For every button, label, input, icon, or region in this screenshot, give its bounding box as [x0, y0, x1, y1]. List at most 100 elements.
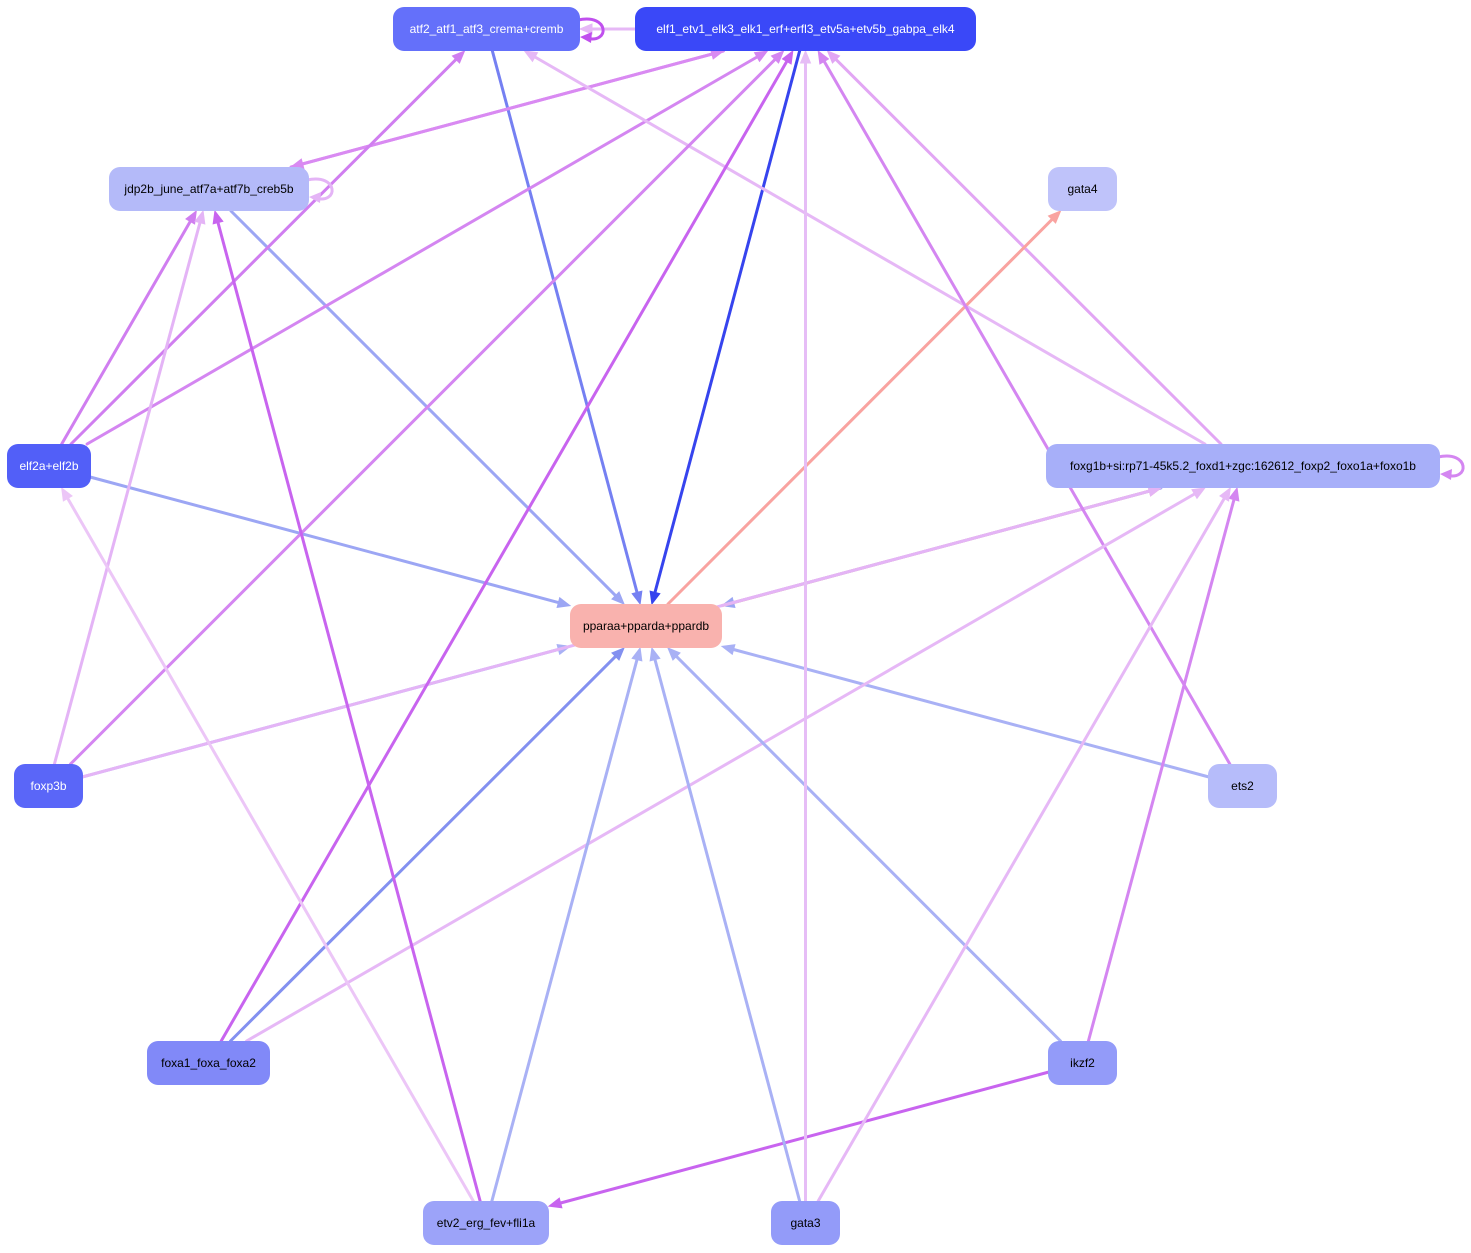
node-etv2[interactable]: etv2_erg_fev+fli1a [423, 1201, 549, 1245]
arrowhead-icon [194, 209, 206, 225]
node-box[interactable] [147, 1041, 270, 1085]
arrowhead-icon [212, 209, 224, 225]
edge-gata3-to-foxg1b [816, 486, 1231, 1203]
node-box[interactable] [1046, 444, 1440, 488]
edge-elf2a-to-jdp2b [60, 209, 197, 446]
arrowhead-icon [580, 32, 592, 43]
self-loop-jdp2b [306, 177, 334, 203]
arrowhead-icon [817, 49, 830, 65]
edge-line [822, 59, 1232, 766]
arrowhead-icon [547, 1197, 563, 1209]
edge-gata3-to-ppara [649, 646, 802, 1203]
node-box[interactable] [393, 7, 580, 51]
arrowhead-icon [1440, 469, 1452, 480]
node-box[interactable] [423, 1201, 549, 1245]
edge-ets2-to-elf1 [817, 49, 1232, 766]
arrowhead-icon [826, 50, 841, 64]
edge-foxa1-to-foxg1b [245, 487, 1207, 1043]
edge-line [834, 57, 1223, 446]
edge-line [245, 492, 1196, 1043]
arrowhead-icon [523, 50, 539, 63]
arrowhead-icon [799, 49, 812, 64]
edge-foxg1b-to-elf1 [826, 50, 1223, 446]
node-label: pparaa+pparda+ppardb [583, 619, 709, 633]
nodes-layer: atf2_atf1_atf3_crema+cremb elf1_etv1_elk3… [7, 7, 1440, 1245]
edge-line [490, 658, 639, 1203]
edge-etv2-to-jdp2b [212, 209, 482, 1203]
edges-layer [52, 17, 1465, 1209]
arrowhead-icon [1191, 487, 1207, 500]
node-elf2a[interactable]: elf2a+elf2b [7, 444, 91, 488]
edge-line [674, 654, 1063, 1043]
node-box[interactable] [635, 7, 976, 51]
arrowhead-icon [781, 49, 794, 65]
node-atf2[interactable]: atf2_atf1_atf3_crema+cremb [393, 7, 580, 51]
edge-line [219, 59, 789, 1043]
edge-ets2-to-ppara [720, 644, 1210, 779]
edge-line [52, 221, 202, 766]
node-jdp2b[interactable]: jdp2b_june_atf7a+atf7b_creb5b [109, 167, 309, 211]
edge-foxa1-to-ppara [229, 647, 625, 1043]
self-loop-foxg1b [1437, 454, 1465, 480]
node-box[interactable] [109, 167, 309, 211]
node-gata4[interactable]: gata4 [1048, 167, 1117, 211]
node-elf1[interactable]: elf1_etv1_elk3_elk1_erf+erfl3_etv5a+etv5… [635, 7, 976, 51]
arrowhead-icon [631, 646, 643, 662]
node-box[interactable] [14, 764, 83, 808]
edge-line [229, 654, 617, 1043]
edge-line [89, 475, 560, 605]
edge-ikzf2-to-foxg1b [1086, 486, 1240, 1043]
node-box[interactable] [771, 1201, 840, 1245]
node-foxa1[interactable]: foxa1_foxa_foxa2 [147, 1041, 270, 1085]
edge-line [69, 57, 458, 446]
edge-ikzf2-to-etv2 [547, 1070, 1050, 1209]
arrowhead-icon [667, 647, 681, 661]
edge-elf1-to-ppara [649, 49, 802, 606]
node-box[interactable] [570, 604, 722, 648]
self-loop-atf2 [577, 17, 605, 43]
node-box[interactable] [1208, 764, 1277, 808]
edge-line [490, 49, 639, 594]
edge-line [653, 49, 802, 594]
node-ppara[interactable]: pparaa+pparda+ppardb [570, 604, 722, 648]
node-ikzf2[interactable]: ikzf2 [1048, 1041, 1117, 1085]
edge-elf1-to-atf2 [578, 23, 637, 35]
node-label: foxg1b+si:rp71-45k5.2_foxd1+zgc:162612_f… [1070, 459, 1416, 473]
edge-etv2-to-elf2a [61, 486, 475, 1203]
node-label: atf2_atf1_atf3_crema+cremb [410, 22, 564, 36]
edge-line [229, 209, 618, 598]
edge-line [69, 57, 777, 766]
node-label: foxp3b [30, 779, 66, 793]
edge-ikzf2-to-ppara [667, 647, 1063, 1043]
edge-line [216, 221, 482, 1203]
node-label: jdp2b_june_atf7a+atf7b_creb5b [123, 182, 293, 196]
node-box[interactable] [1048, 1041, 1117, 1085]
edge-line [732, 647, 1210, 779]
node-foxg1b[interactable]: foxg1b+si:rp71-45k5.2_foxd1+zgc:162612_f… [1046, 444, 1440, 488]
node-gata3[interactable]: gata3 [771, 1201, 840, 1245]
node-box[interactable] [1048, 167, 1117, 211]
edge-jdp2b-to-elf1 [289, 48, 725, 169]
node-ets2[interactable]: ets2 [1208, 764, 1277, 808]
node-label: gata4 [1067, 182, 1097, 196]
arrowhead-icon [720, 644, 736, 656]
self-loop-path [577, 17, 605, 41]
node-label: ets2 [1231, 779, 1254, 793]
edge-elf2a-to-elf1 [85, 50, 769, 446]
edge-line [653, 658, 802, 1203]
edge-gata3-to-elf1 [799, 49, 812, 1203]
edge-line [533, 55, 1207, 446]
arrowhead-icon [631, 590, 643, 606]
edge-line [1086, 498, 1236, 1043]
edge-foxg1b-to-atf2 [523, 50, 1207, 446]
edge-ppara-to-gata4 [666, 210, 1062, 606]
arrowhead-icon [451, 50, 466, 64]
node-box[interactable] [7, 444, 91, 488]
arrowhead-icon [611, 591, 625, 605]
edge-foxp3b-to-jdp2b [52, 209, 206, 766]
arrowhead-icon [61, 486, 73, 502]
arrowhead-icon [770, 50, 785, 64]
arrowhead-icon [309, 192, 321, 203]
edge-foxp3b-to-elf1 [69, 50, 785, 766]
node-foxp3b[interactable]: foxp3b [14, 764, 83, 808]
